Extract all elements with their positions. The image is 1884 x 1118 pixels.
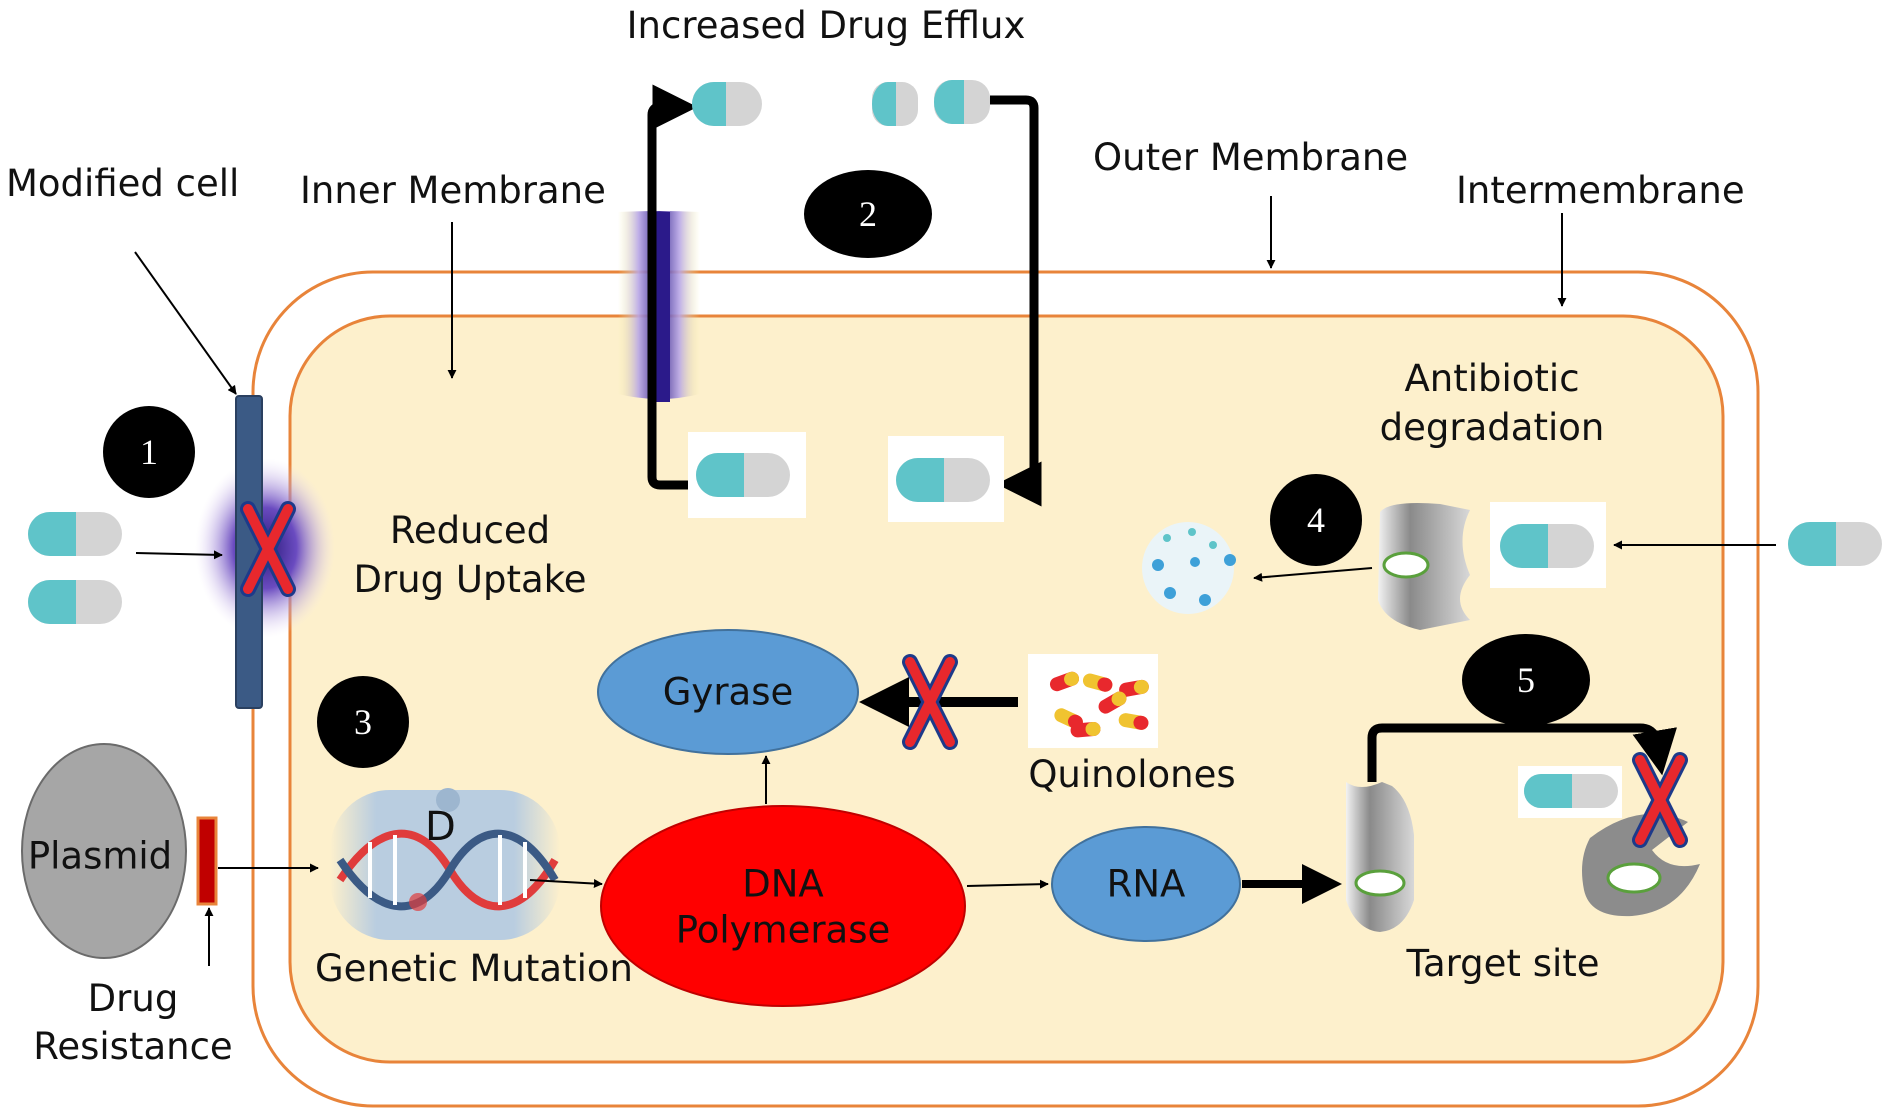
arrow-drug-to-porin (135, 550, 223, 560)
step-4-number: 4 (1307, 500, 1325, 540)
label-modified-cell: Modified cell (6, 162, 239, 205)
label-genetic-mutation: Genetic Mutation (315, 947, 633, 990)
drug-capsule-icon (28, 512, 122, 556)
plasmid-node (21, 743, 187, 959)
dna-polymerase-label-line2: Polymerase (676, 909, 891, 952)
enzyme-active-site (1382, 551, 1430, 579)
drug-capsule-icon (1788, 522, 1882, 566)
label-drug: Drug (88, 977, 179, 1020)
label-outer-membrane: Outer Membrane (1093, 136, 1408, 179)
efflux-arrow-return (990, 95, 1042, 507)
rna-label: RNA (1107, 863, 1186, 906)
label-antibiotic: Antibiotic (1404, 357, 1579, 400)
step-3-badge (317, 676, 409, 768)
drug-capsule-icon (872, 82, 918, 126)
drug-capsule-icon (696, 453, 790, 497)
dna-helix-image (330, 788, 560, 940)
modified-binding-site (1606, 862, 1662, 894)
title-increased-drug-efflux: Increased Drug Efflux (627, 4, 1026, 47)
step-1-badge (103, 406, 195, 498)
arrow-polymerase-to-rna (966, 879, 1049, 889)
drug-capsule-icon (934, 80, 990, 124)
blocked-uptake-x-icon (240, 501, 296, 597)
step-2-badge (804, 170, 932, 258)
label-reduced: Reduced (390, 509, 550, 552)
rna-node (1051, 826, 1241, 942)
degraded-drug-fragments (1142, 522, 1236, 614)
arrow-enzyme-to-fragments (1253, 567, 1373, 582)
drug-capsule-icon (1500, 524, 1594, 568)
dna-polymerase-node (600, 805, 966, 1007)
efflux-arrow-out (647, 84, 698, 490)
quinolones-pills-icon (1049, 671, 1149, 738)
step-3-number: 3 (354, 702, 372, 742)
resistance-gene-bar (196, 816, 218, 906)
efflux-pump (618, 211, 700, 402)
label-target-site: Target site (1405, 942, 1599, 985)
step-2-number: 2 (859, 194, 877, 234)
dna-letter: D (425, 804, 456, 850)
gyrase-node (597, 629, 859, 755)
label-resistance: Resistance (33, 1025, 232, 1068)
drug-capsule-icon (692, 82, 762, 126)
step-4-badge (1270, 474, 1362, 566)
label-intermembrane: Intermembrane (1456, 169, 1745, 212)
plasmid-label: Plasmid (28, 835, 172, 878)
drug-capsule-icon (896, 458, 990, 502)
gyrase-label: Gyrase (663, 671, 794, 714)
label-quinolones: Quinolones (1028, 753, 1235, 796)
dna-polymerase-label-line1: DNA (742, 863, 823, 906)
arrow-modified-cell (134, 251, 237, 395)
target-arrow (1367, 723, 1678, 782)
target-binding-site (1354, 869, 1406, 897)
arrow-dna-to-polymerase (529, 879, 603, 889)
label-drug-uptake: Drug Uptake (353, 558, 586, 601)
label-degradation: degradation (1380, 406, 1605, 449)
blocked-gyrase-x-icon (902, 654, 958, 750)
drug-capsule-icon (28, 580, 122, 624)
target-site-enzyme (1346, 782, 1414, 932)
blocked-target-x-icon (1632, 752, 1688, 848)
drug-capsule-icon (1524, 774, 1618, 808)
step-5-number: 5 (1517, 660, 1535, 700)
label-inner-membrane: Inner Membrane (300, 169, 606, 212)
step-5-badge (1462, 634, 1590, 726)
step-1-number: 1 (140, 432, 158, 472)
